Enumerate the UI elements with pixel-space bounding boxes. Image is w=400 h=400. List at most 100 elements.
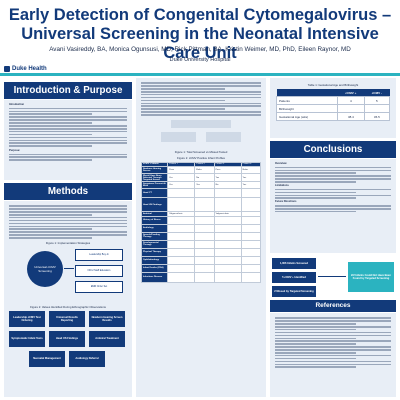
intro-subheading: Introduction	[9, 103, 25, 106]
table-cell: Yes	[167, 172, 196, 183]
results-figure1-caption: Figure 1: Total Screened vs Missed Teste…	[174, 149, 228, 154]
value-box-3: Newborn Hearing Screen Results	[89, 310, 125, 327]
table-cell	[167, 255, 196, 265]
row-label: Infant Deaths (PDA)	[140, 263, 169, 273]
table-cell	[194, 231, 215, 241]
table-cell	[240, 188, 262, 199]
methods-text-block	[9, 205, 127, 239]
row-label: Newborn Hearing Screen	[140, 166, 169, 174]
results-panel: Figure 1: Total Screened vs Missed Teste…	[136, 78, 266, 397]
future-subheading: Future Directions	[275, 200, 297, 204]
table-cell	[194, 215, 215, 225]
table-cell	[167, 197, 196, 213]
table-row: Infectious Disease	[140, 271, 262, 283]
table-row: Infant Deaths (PDA)	[140, 263, 262, 273]
table-cell	[194, 255, 215, 265]
table1-caption: Table 1: Gestational Age and Birthweight	[307, 83, 359, 87]
conclusions-section-header: Conclusions	[270, 141, 396, 158]
row-label: Ophthalmology	[140, 255, 169, 265]
flow-box-3: 2 Missed by Targeted Screening	[272, 286, 316, 297]
table-cell: Gestational Age (wks)	[275, 112, 339, 121]
methods-panel: Figure 1: Implementation Strategies Univ…	[4, 201, 132, 397]
author-list: Avani Vasireddy, BA, Monica Ogunsusi, MD…	[49, 46, 351, 53]
table-row: History of Illness	[140, 215, 262, 225]
table-cell	[167, 239, 196, 249]
references-list	[275, 317, 391, 369]
table-header-cell: cCMV +	[337, 89, 365, 97]
value-box-8: Audiology Referral	[69, 350, 105, 367]
table-cell	[337, 104, 365, 113]
flow-left-bar	[161, 131, 196, 142]
strategy-box-1: Leadership Buy-In	[75, 248, 123, 261]
table-cell: Yes	[240, 181, 262, 190]
row-label: Physical Therapy	[140, 247, 169, 257]
value-box-7: Neonatal Management	[29, 350, 65, 367]
table-cell	[194, 223, 215, 233]
table-cell: 36.5	[363, 112, 391, 121]
references-heading: References	[315, 302, 351, 309]
table-cell: Pass	[213, 166, 242, 174]
table-cell	[240, 215, 262, 225]
row-label: History of Illness	[140, 215, 169, 225]
value-box-5: Head US Findings	[49, 330, 85, 347]
table-cell: No	[213, 181, 242, 190]
affiliation: Duke University Hospital	[169, 57, 231, 63]
table-header-cell: cCMV -	[364, 89, 390, 97]
intro-text-block	[9, 107, 127, 147]
diagram-arrow	[64, 267, 74, 269]
table-cell	[213, 271, 242, 283]
table-cell	[194, 188, 215, 199]
references-section-header: References	[270, 300, 396, 312]
poster-header: Early Detection of Congenital Cytomegalo…	[0, 0, 400, 76]
strategy-box-3: EMR Order Set	[75, 280, 123, 293]
row-label: Would Have Been Selected Through Targete…	[140, 172, 169, 183]
intro-section-header: Introduction & Purpose	[4, 82, 132, 99]
table-cell: Yes	[194, 181, 215, 190]
value-box-1: Leadership cCMV Test Ordering	[9, 310, 45, 327]
row-label: Symptoms Present At Birth	[140, 181, 169, 190]
table-cell	[213, 239, 242, 249]
flow-right-bar	[206, 131, 241, 142]
table-cell: Yes	[240, 172, 262, 183]
flow-arrow	[318, 276, 346, 277]
table-cell	[194, 197, 215, 213]
table-cell	[167, 215, 196, 225]
duke-health-logo: Duke Health	[4, 66, 47, 72]
table-cell	[167, 188, 196, 199]
table-cell	[213, 231, 242, 241]
header-divider	[0, 73, 400, 76]
table-cell: Birthweight	[275, 104, 339, 113]
table-row: Would Have Been Selected Through Targete…	[140, 172, 262, 183]
overview-text-block	[275, 166, 391, 183]
table-cell: 38.4	[337, 112, 365, 121]
gestational-table-panel: Table 1: Gestational Age and Birthweight…	[270, 78, 396, 138]
table-cell	[213, 255, 242, 265]
limitations-subheading: Limitations	[275, 184, 289, 188]
center-circle: Universal cCMV Screening	[27, 250, 63, 287]
table-cell	[363, 104, 391, 113]
results-figure2-caption: Figure 2: cCMV Positive Infant Profiles	[177, 155, 225, 160]
table-cell: Yes	[213, 172, 242, 183]
duke-logo-icon	[4, 66, 10, 72]
future-text-block	[275, 205, 391, 213]
table-cell: 5	[363, 96, 391, 105]
methods-heading: Methods	[47, 186, 89, 197]
overview-subheading: Overview	[275, 162, 287, 165]
table-row: Speech/Feeding Therapy	[140, 231, 262, 241]
references-panel	[270, 313, 396, 397]
row-label: Speech/Feeding Therapy	[140, 231, 169, 241]
flow-top-bar	[171, 119, 231, 128]
table-header-cell	[276, 89, 338, 97]
table-row: Head CT	[140, 188, 262, 199]
table-row: Birthweight	[275, 104, 391, 113]
row-label: Infectious Disease	[140, 271, 169, 283]
methods-section-header: Methods	[4, 183, 132, 200]
implementation-diagram: Universal cCMV Screening Leadership Buy-…	[9, 247, 127, 303]
table-cell: Pass	[167, 166, 196, 174]
table-cell	[240, 197, 262, 213]
table-cell	[213, 223, 242, 233]
table-row: Patients 4 5	[275, 96, 391, 105]
table-cell	[240, 239, 262, 249]
conclusion-flow-figure: 1,006 Infants Screened 5 cCMV + Identifi…	[270, 256, 396, 298]
table-row: Head US Findings	[140, 197, 262, 213]
